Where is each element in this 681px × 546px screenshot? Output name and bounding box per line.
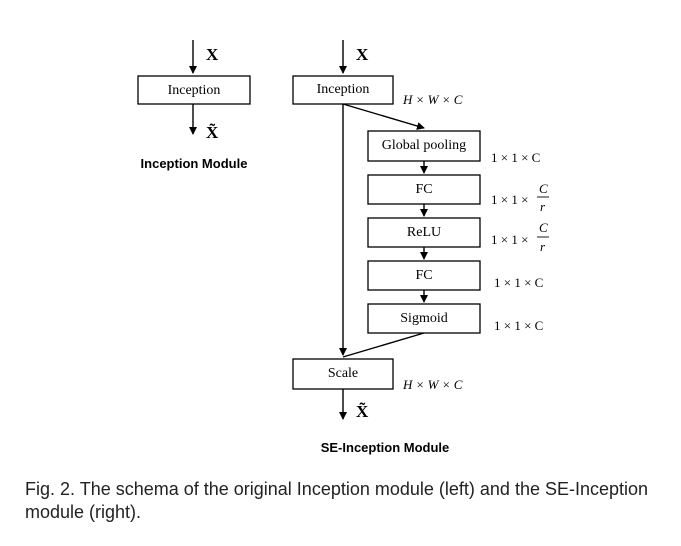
fc2-label: FC bbox=[415, 268, 432, 283]
global-pooling-box: Global pooling bbox=[367, 130, 481, 162]
fc1-dim-denominator: r bbox=[540, 199, 546, 214]
fc2-box: FC bbox=[367, 260, 481, 291]
scale-label: Scale bbox=[328, 366, 358, 381]
sigmoid-dim: 1 × 1 × C bbox=[494, 318, 543, 333]
fc1-box: FC bbox=[367, 174, 481, 205]
fc1-dim-numerator: C bbox=[539, 181, 548, 196]
inception-to-pooling-arrow bbox=[342, 103, 425, 130]
left-inception-module: X Inception X̃ Inception Module bbox=[137, 40, 251, 171]
right-inception-label: Inception bbox=[317, 82, 370, 97]
global-pooling-dim: 1 × 1 × C bbox=[491, 150, 540, 165]
relu-dim-denominator: r bbox=[540, 239, 546, 254]
right-input-label: X bbox=[356, 45, 369, 64]
sigmoid-to-scale-line bbox=[342, 332, 425, 358]
right-inception-dim: H × W × C bbox=[402, 92, 463, 107]
relu-dim-numerator: C bbox=[539, 220, 548, 235]
fc2-dim: 1 × 1 × C bbox=[494, 275, 543, 290]
left-inception-box: Inception bbox=[137, 75, 251, 105]
fc1-dim-prefix: 1 × 1 × bbox=[491, 192, 528, 207]
right-se-inception-module: X Inception H × W × C Global pooling 1 ×… bbox=[292, 40, 549, 455]
relu-dim: 1 × 1 × C r bbox=[491, 220, 549, 254]
fc1-label: FC bbox=[415, 182, 432, 197]
left-input-label: X bbox=[206, 45, 219, 64]
scale-dim: H × W × C bbox=[402, 377, 463, 392]
global-pooling-label: Global pooling bbox=[382, 138, 466, 153]
relu-label: ReLU bbox=[407, 225, 441, 240]
scale-box: Scale bbox=[292, 358, 394, 390]
right-output-label: X̃ bbox=[356, 401, 369, 421]
right-inception-box: Inception bbox=[292, 75, 394, 105]
right-module-title: SE-Inception Module bbox=[321, 440, 450, 455]
left-inception-label: Inception bbox=[168, 83, 221, 98]
left-module-title: Inception Module bbox=[141, 156, 248, 171]
relu-box: ReLU bbox=[367, 217, 481, 248]
figure-caption: Fig. 2. The schema of the original Incep… bbox=[25, 479, 649, 522]
fc1-dim: 1 × 1 × C r bbox=[491, 181, 549, 214]
inception-diagram: X Inception X̃ Inception Module X Incept… bbox=[137, 40, 549, 455]
relu-dim-prefix: 1 × 1 × bbox=[491, 232, 528, 247]
sigmoid-label: Sigmoid bbox=[400, 311, 447, 326]
left-output-label: X̃ bbox=[206, 122, 219, 142]
sigmoid-box: Sigmoid bbox=[367, 303, 481, 334]
